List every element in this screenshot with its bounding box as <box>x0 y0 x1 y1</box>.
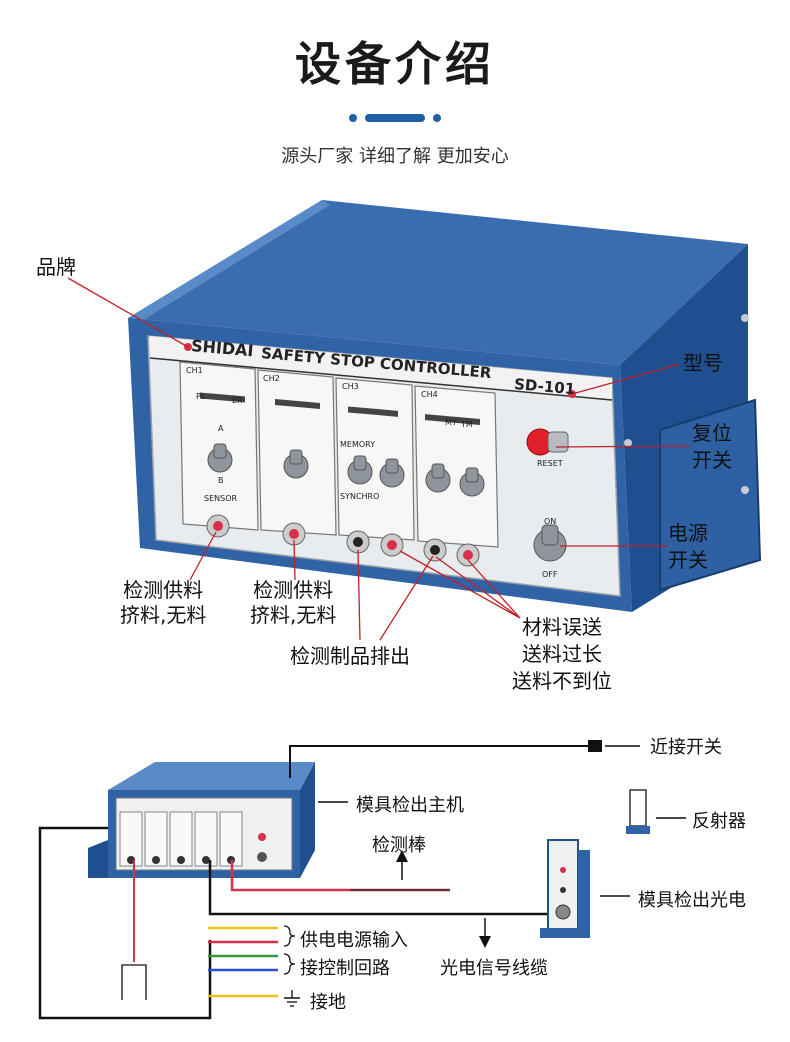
memory-label: MEMORY <box>340 440 376 449</box>
er-label: ER <box>232 396 243 405</box>
label-main-unit: 模具检出主机 <box>356 795 464 816</box>
page-subtitle: 源头厂家 详细了解 更加安心 <box>281 146 509 167</box>
pl-label: PL <box>196 392 206 401</box>
label-photo-unit: 模具检出光电 <box>638 890 746 911</box>
channel-label-ch4: CH4 <box>421 390 438 399</box>
label-detect-rod: 检测棒 <box>372 835 426 856</box>
wiring-diagram <box>38 740 686 1020</box>
a-label: A <box>218 424 224 433</box>
reset-label: RESET <box>537 459 563 468</box>
channel-label-ch3: CH3 <box>342 382 359 391</box>
my-label: MY <box>445 418 457 427</box>
controller-device-illustration <box>128 200 762 612</box>
main-unit-side <box>300 762 315 878</box>
callout-power-switch: 电源开关 <box>668 521 708 572</box>
label-signal-cable: 光电信号线缆 <box>440 958 548 979</box>
main-unit-top <box>108 762 315 790</box>
callout-ch2-detect: 检测供料挤料,无料 <box>250 578 337 627</box>
synchro-label: SYNCHRO <box>340 492 380 501</box>
callout-model: 型号 <box>683 351 723 375</box>
channel-label-ch1: CH1 <box>186 366 203 375</box>
label-reflector: 反射器 <box>692 811 746 832</box>
callout-ch1-detect: 检测供料挤料,无料 <box>120 578 207 627</box>
callout-brand: 品牌 <box>36 255 76 279</box>
off-label: OFF <box>542 570 558 579</box>
on-label: ON <box>544 517 557 526</box>
page-title: 设备介绍 <box>295 37 495 91</box>
channel-label-ch2: CH2 <box>263 374 280 383</box>
title-divider <box>345 108 445 122</box>
callout-reset-switch: 复位开关 <box>692 421 732 472</box>
sensor-label: SENSOR <box>204 494 238 503</box>
label-ground: 接地 <box>310 992 346 1013</box>
reflector-shape <box>629 789 647 827</box>
b-label: B <box>218 476 224 485</box>
label-power-input: 供电电源输入 <box>300 930 408 951</box>
tm-label: TM <box>461 420 473 429</box>
label-control-loop: 接控制回路 <box>300 958 390 979</box>
label-proximity-switch: 近接开关 <box>650 737 722 758</box>
callout-product-eject: 检测制品排出 <box>290 644 410 668</box>
callout-material-errors: 材料误送 送料过长 送料不到位 <box>512 615 612 693</box>
callout-leaders <box>67 277 691 641</box>
